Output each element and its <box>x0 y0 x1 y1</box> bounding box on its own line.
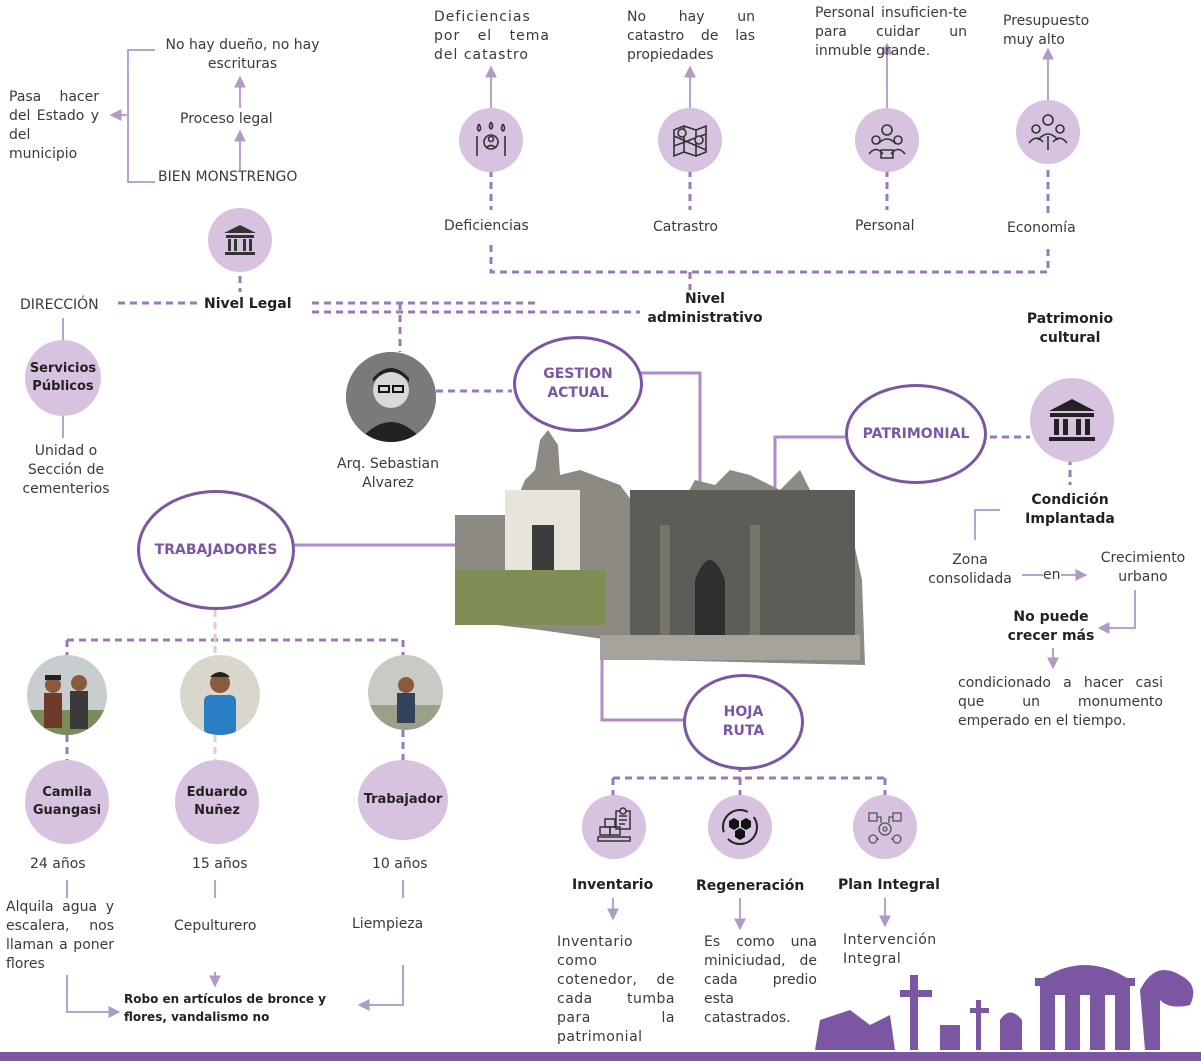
admin-top-3: Personal insuficien-te para cuidar un in… <box>815 5 967 59</box>
worker-task-1: Alquila agua y escalera, nos llaman a po… <box>6 899 114 972</box>
no-owner-text: No hay dueño, no hay escrituras <box>165 37 320 72</box>
museum-icon <box>1049 399 1095 441</box>
patrimonial-label: PATRIMONIAL <box>862 425 970 442</box>
hexagon-cycle-icon <box>708 795 772 859</box>
hoja-label-3: Plan Integral <box>838 877 940 893</box>
worker-node-1: Camila Guangasi <box>25 760 109 844</box>
unidad-text: Unidad o Sección de cementerios <box>22 443 110 497</box>
admin-top-2: No hay un catastro de las propiedades <box>627 9 755 63</box>
en-text: en <box>1043 566 1061 585</box>
condicion-text: Condición Implantada <box>1025 492 1115 527</box>
nivel-legal-text: Nivel Legal <box>204 296 292 312</box>
arq-avatar <box>346 352 436 442</box>
admin-top-1: Deficiencias por el tema del catastro <box>434 9 550 63</box>
nivel-admin-text: Nivel administrativo <box>647 291 763 326</box>
cemetery-photo <box>455 430 865 665</box>
museum-node <box>1030 378 1114 462</box>
worker-years-3: 10 años <box>372 856 428 872</box>
worker-photo-1 <box>27 655 107 735</box>
bottom-bar <box>0 1052 1201 1061</box>
hoja-desc-2: Es como una miniciudad, de cada predio e… <box>704 934 817 1026</box>
courthouse-icon <box>224 225 256 255</box>
worker-task-3: Liempieza <box>352 916 424 932</box>
process-text: Proceso legal <box>180 111 273 127</box>
map-pin-icon <box>658 108 722 172</box>
gestion-actual-oval: GESTION ACTUAL <box>513 336 643 432</box>
crecimiento-text: Crecimiento urbano <box>1100 550 1186 585</box>
team-people-icon <box>1016 100 1080 164</box>
admin-label-3: Personal <box>855 218 915 234</box>
worker-years-2: 15 años <box>192 856 248 872</box>
bien-monstrengo-text: BIEN MONSTRENGO <box>158 169 298 185</box>
gear-network-icon <box>853 795 917 859</box>
legal-node <box>208 208 272 272</box>
patrimonio-title: Patrimonio cultural <box>1026 311 1114 346</box>
group-people-icon <box>855 108 919 172</box>
gestion-actual-label: GESTION ACTUAL <box>543 366 613 401</box>
worker-name-2: Eduardo Nuñez <box>186 785 248 818</box>
robo-text: Robo en artículos de bronce y flores, va… <box>124 992 327 1024</box>
worker-name-1: Camila Guangasi <box>32 785 102 818</box>
water-drops-person-icon <box>459 108 523 172</box>
hoja-label-2: Regeneración <box>696 878 805 894</box>
no-puede-text: No puede crecer más <box>1007 609 1095 644</box>
direccion-text: DIRECCIÓN <box>20 297 99 313</box>
trabajadores-oval: TRABAJADORES <box>137 490 295 610</box>
admin-label-1: Deficiencias <box>444 218 529 234</box>
worker-name-3: Trabajador <box>363 792 443 807</box>
patrimonial-oval: PATRIMONIAL <box>845 384 987 484</box>
admin-top-4: Presupuesto muy alto <box>1003 13 1090 48</box>
worker-node-3: Trabajador <box>358 760 448 840</box>
arq-name: Arq. Sebastian Alvarez <box>337 456 439 491</box>
cemetery-silhouette <box>815 965 1194 1050</box>
worker-years-1: 24 años <box>30 856 86 872</box>
zona-text: Zona consolidada <box>928 552 1012 587</box>
state-text: Pasa hacer del Estado y del municipio <box>9 89 99 162</box>
servicios-node: Servicios Públicos <box>25 340 101 416</box>
admin-label-4: Economía <box>1007 220 1076 236</box>
trabajadores-label: TRABAJADORES <box>154 541 278 558</box>
hoja-desc-3: Intervención Integral <box>843 932 937 967</box>
hoja-label-1: Inventario <box>572 877 654 893</box>
worker-task-2: Cepulturero <box>174 918 257 934</box>
worker-node-2: Eduardo Nuñez <box>175 760 259 844</box>
admin-label-2: Catrastro <box>653 219 718 235</box>
hoja-desc-1: Inventario como cotenedor, de cada tumba… <box>557 934 675 1045</box>
condicionado-text: condicionado a hacer casi que un monumen… <box>958 675 1163 729</box>
hoja-ruta-label: HOJA RUTA <box>722 704 765 739</box>
worker-photo-3 <box>368 655 443 730</box>
servicios-label: Servicios Públicos <box>29 361 97 394</box>
hoja-ruta-oval: HOJA RUTA <box>683 674 804 770</box>
inventory-boxes-icon <box>582 795 646 859</box>
worker-photo-2 <box>180 655 260 735</box>
